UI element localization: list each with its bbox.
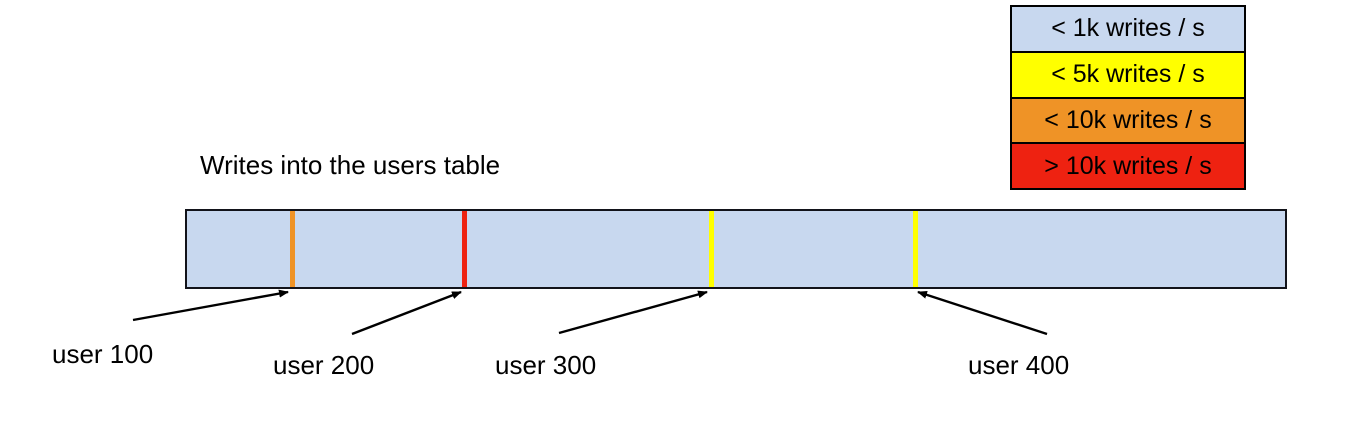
legend-row-gt-10k: > 10k writes / s (1012, 144, 1244, 188)
legend-row-lt-10k: < 10k writes / s (1012, 98, 1244, 145)
arrow-user-400 (917, 290, 1048, 336)
legend-row-lt-1k: < 1k writes / s (1012, 7, 1244, 53)
stripe-user-400 (913, 211, 918, 287)
label-user-200: user 200 (273, 350, 375, 380)
arrow-user-300 (558, 290, 708, 335)
legend-label-gt-10k: > 10k writes / s (1044, 151, 1212, 180)
stripe-user-300 (709, 211, 714, 287)
label-user-300: user 300 (495, 350, 597, 380)
users-table-bar (185, 209, 1287, 289)
legend-label-lt-1k: < 1k writes / s (1051, 14, 1205, 43)
legend-label-lt-5k: < 5k writes / s (1051, 60, 1205, 89)
label-user-100: user 100 (52, 339, 154, 369)
writes-legend: < 1k writes / s < 5k writes / s < 10k wr… (1010, 5, 1246, 190)
stripe-user-100 (290, 211, 295, 287)
legend-row-lt-5k: < 5k writes / s (1012, 52, 1244, 99)
label-user-400: user 400 (968, 350, 1070, 380)
stripe-user-200 (462, 211, 467, 287)
arrow-user-200 (351, 290, 462, 336)
legend-label-lt-10k: < 10k writes / s (1044, 105, 1212, 134)
arrow-user-100 (132, 289, 289, 322)
chart-title: Writes into the users table (200, 150, 501, 180)
